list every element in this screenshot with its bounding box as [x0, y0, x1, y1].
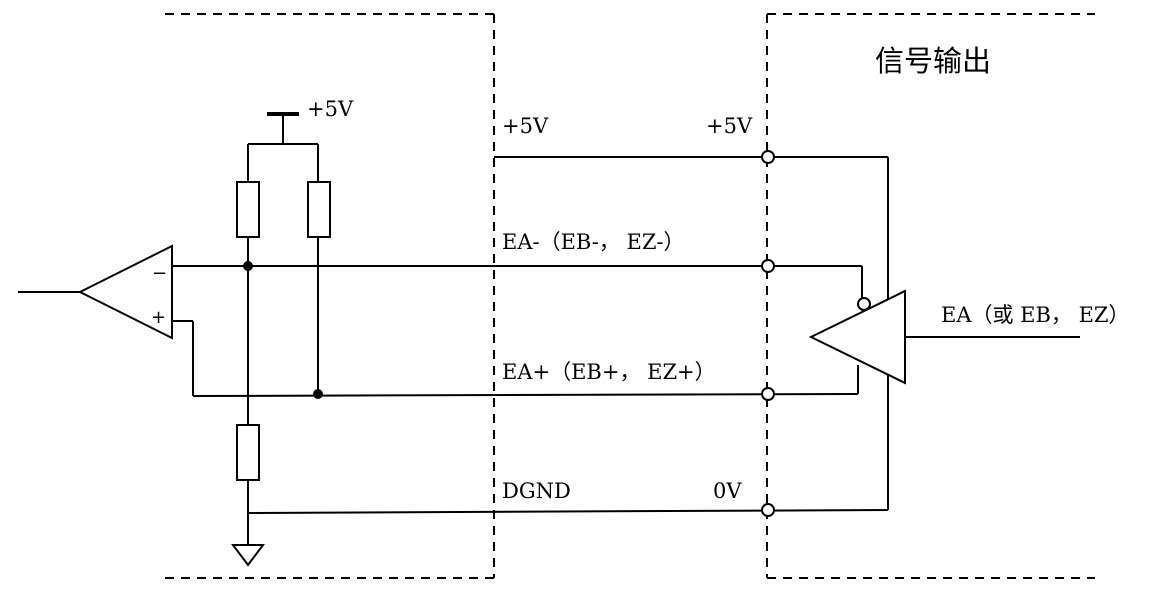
ground-icon — [231, 544, 265, 567]
terminal-ea-minus — [761, 259, 775, 273]
left-plus5v-label: +5V — [502, 114, 549, 138]
comparator-amplifier: − + — [18, 244, 173, 340]
ea-minus-wire — [172, 265, 863, 299]
junction-dot-ea-plus — [313, 389, 323, 399]
dgnd-label: DGND — [502, 479, 571, 503]
terminal-plus5v — [761, 150, 775, 164]
ea-minus-label: EA-（EB-， EZ-） — [502, 230, 685, 254]
pullup-resistor-left — [236, 181, 260, 238]
signal-output-boundary — [766, 13, 1095, 579]
ea-output-label: EA（或 EB， EZ） — [941, 303, 1130, 327]
ea-plus-label: EA+（EB+， EZ+） — [502, 360, 716, 384]
opamp-minus-sign: − — [152, 263, 167, 284]
dgnd-wire — [247, 372, 889, 514]
driver-inversion-bubble — [857, 297, 871, 311]
signal-output-title: 信号输出 — [875, 44, 991, 78]
plus5v-wire — [494, 156, 889, 303]
supply-plus5v-label: +5V — [307, 97, 354, 121]
terminal-0v — [761, 503, 775, 517]
line-driver — [808, 289, 1080, 385]
opamp-plus-sign: + — [151, 307, 166, 328]
terminal-ea-plus — [761, 387, 775, 401]
pullup-resistor-right — [307, 181, 331, 238]
zero-v-label: 0V — [713, 479, 742, 503]
receiver-board-boundary — [165, 13, 495, 579]
junction-dot-ea-minus — [243, 261, 253, 271]
pulldown-resistor — [236, 424, 260, 481]
right-plus5v-label: +5V — [706, 114, 753, 138]
ea-plus-wire — [172, 320, 859, 397]
